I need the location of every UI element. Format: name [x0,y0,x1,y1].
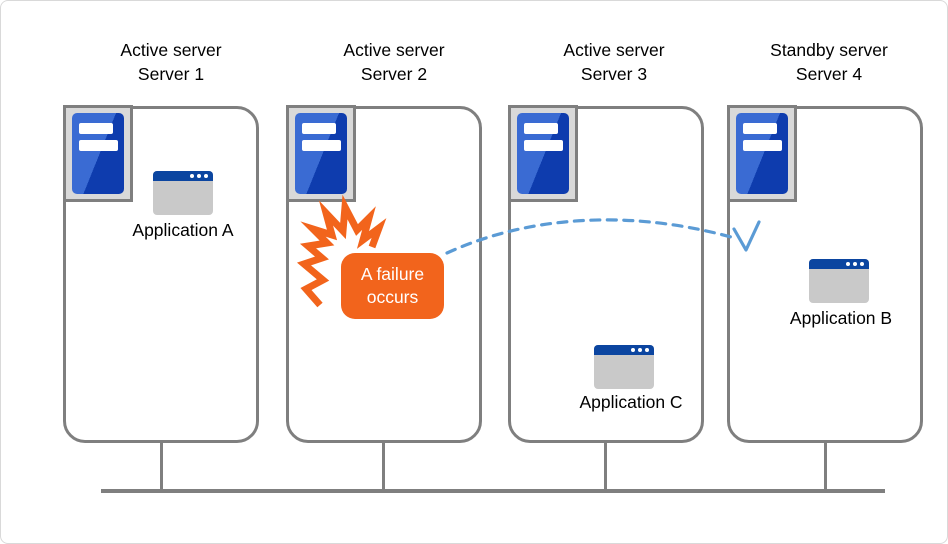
server2-network-connector [382,442,385,490]
window-dots-icon [846,262,864,266]
server1-network-connector [160,442,163,490]
failure-badge: A failure occurs [341,253,444,319]
server4-title: Standby server Server 4 [731,39,927,86]
app-a-label: Application A [132,220,234,240]
server3-role-label: Active server [563,40,665,60]
server4-role-label: Standby server [770,40,888,60]
tower-shape [295,113,347,194]
network-bus-line [101,489,885,493]
server2-name-label: Server 2 [360,63,428,84]
app-titlebar [153,171,213,181]
server3-title: Active server Server 3 [516,39,712,86]
app-c-label: Application C [579,392,683,412]
server2-title: Active server Server 2 [296,39,492,86]
tower-shape [72,113,124,194]
server4-tower-icon [727,105,797,202]
tower-shape [517,113,569,194]
server4-network-connector [824,442,827,490]
server1-name-label: Server 1 [137,63,205,84]
tower-shape [736,113,788,194]
server2-tower-icon [286,105,356,202]
server3-network-connector [604,442,607,490]
server2-role-label: Active server [343,40,445,60]
server4-name-label: Server 4 [795,63,863,84]
server1-title: Active server Server 1 [73,39,269,86]
app-b-window-icon [809,259,869,303]
server3-name-label: Server 3 [580,63,648,84]
server1-tower-icon [63,105,133,202]
window-dots-icon [631,348,649,352]
app-titlebar [594,345,654,355]
app-c-window-icon [594,345,654,389]
server3-tower-icon [508,105,578,202]
server1-role-label: Active server [120,40,222,60]
app-titlebar [809,259,869,269]
window-dots-icon [190,174,208,178]
app-a-window-icon [153,171,213,215]
app-b-label: Application B [789,308,893,328]
